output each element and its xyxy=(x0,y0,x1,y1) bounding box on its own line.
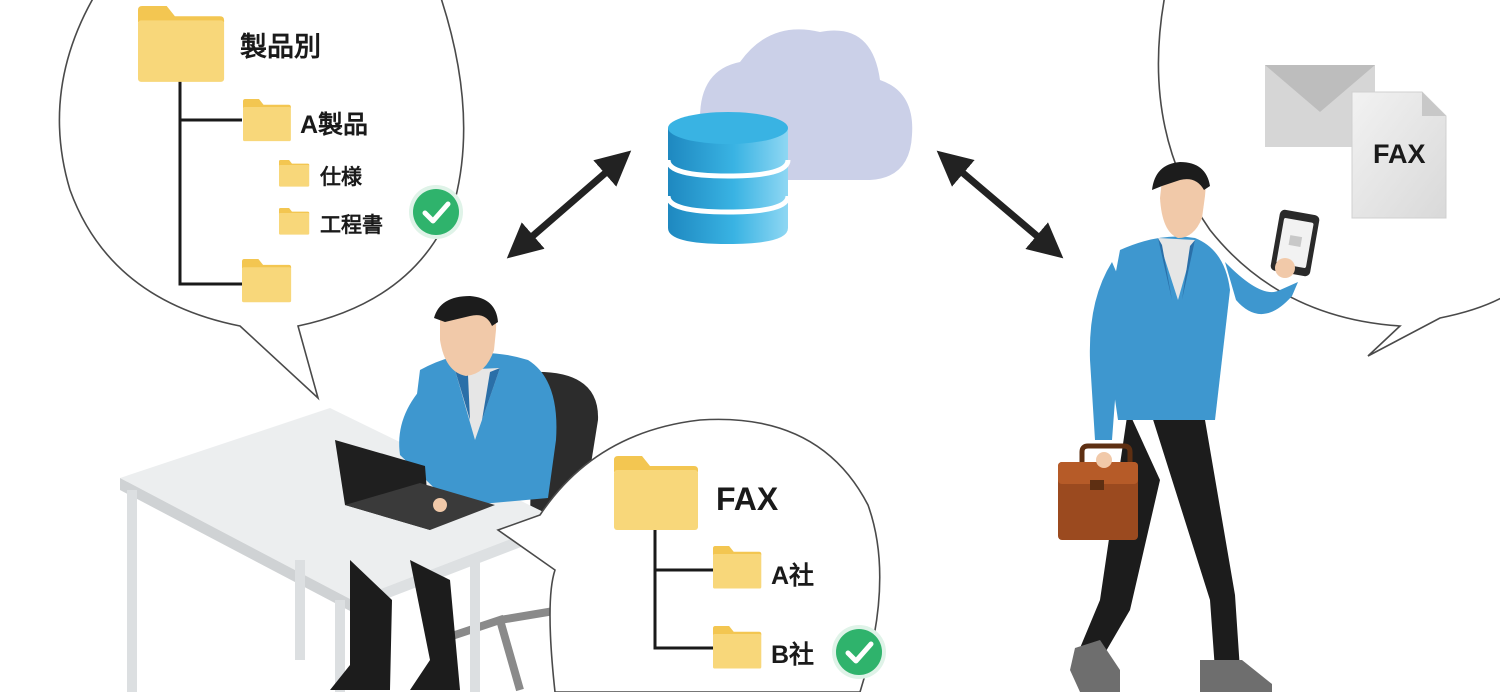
double-arrow-icon xyxy=(936,150,1064,259)
folder-icon xyxy=(279,160,310,187)
check-icon xyxy=(832,625,886,679)
product-child-label: A製品 xyxy=(300,111,368,139)
folder-icon xyxy=(138,6,225,82)
folder-icon xyxy=(243,99,291,142)
fax-folder-bubble: FAX A社 B社 xyxy=(496,418,886,692)
folder-icon xyxy=(713,546,762,589)
check-icon xyxy=(409,185,463,239)
folder-icon xyxy=(713,626,762,669)
product-root-label: 製品別 xyxy=(240,32,321,62)
process-folder-label: 工程書 xyxy=(320,213,383,237)
spec-folder-label: 仕様 xyxy=(319,165,363,189)
fax-root-label: FAX xyxy=(716,481,779,517)
folder-icon xyxy=(242,259,292,303)
product-folder-bubble: 製品別 A製品 仕様 工程書 xyxy=(58,0,465,401)
double-arrow-icon xyxy=(506,150,632,259)
mobile-worker-illustration xyxy=(1058,162,1320,692)
database-icon xyxy=(665,112,791,244)
company-a-label: A社 xyxy=(771,561,814,590)
office-worker-illustration xyxy=(120,296,599,692)
fax-document-label: FAX xyxy=(1373,139,1426,169)
mobile-fax-bubble: FAX xyxy=(1157,0,1500,357)
document-icon xyxy=(1351,91,1447,219)
folder-icon xyxy=(614,456,698,530)
company-b-label: B社 xyxy=(771,640,814,669)
folder-icon xyxy=(279,208,310,235)
